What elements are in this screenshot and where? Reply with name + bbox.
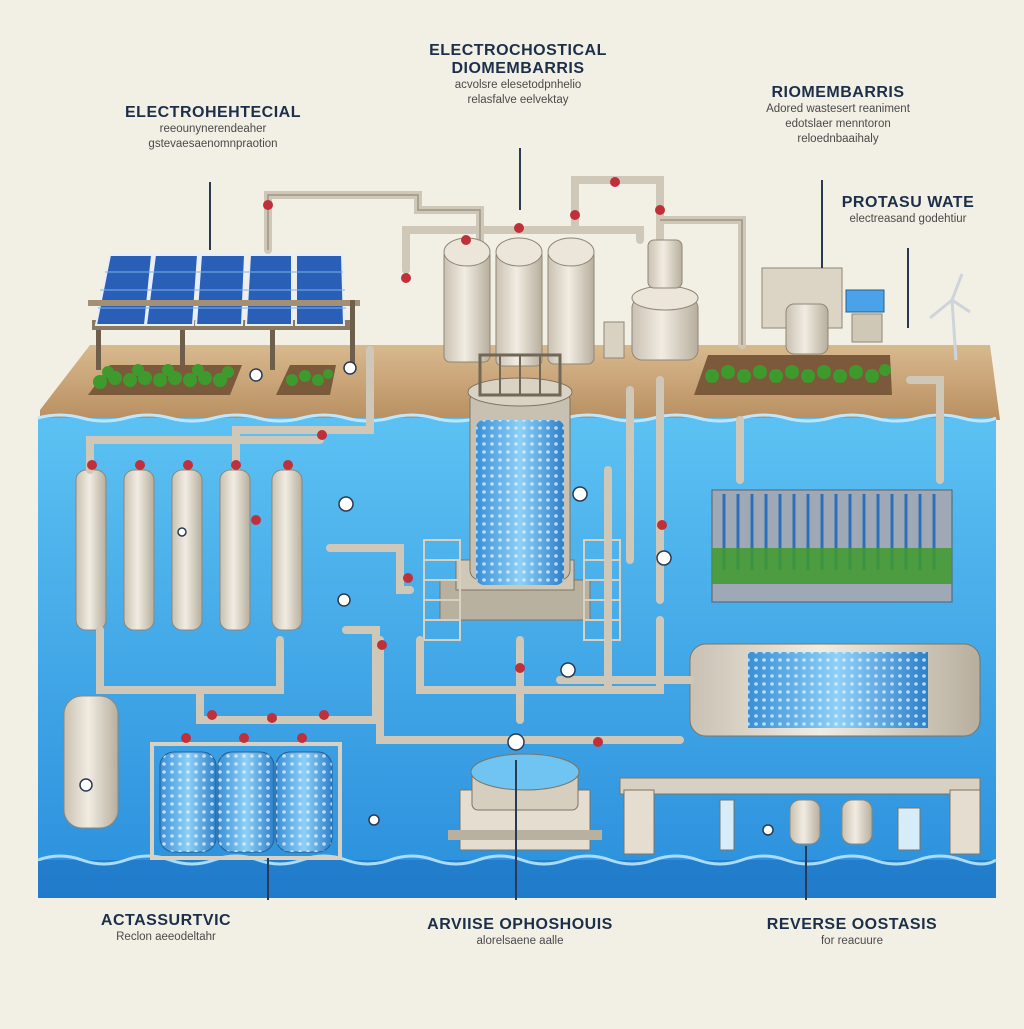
small-building-right [761,267,885,355]
label-top-right-sub2: edotslaer menntoron [785,118,891,130]
ion-exchange-vessels [150,742,342,860]
label-bottom-left-sub1: Reclon aeeodeltahr [116,931,216,943]
label-top-left-title: ELECTROHEHTECIAL [125,104,301,121]
label-bottom-center-sub1: alorelsaene aalle [476,935,564,947]
reactor-top-right [603,239,699,361]
reverse-osmosis-skid [619,777,981,855]
horizontal-membrane-tube [689,643,981,737]
label-top-right: RIOMEMBARRIS Adored wastesert reaniment … [718,84,958,147]
label-right-mid-title: PROTASU WATE [841,194,975,211]
plant-bed-right [694,355,892,395]
central-bioreactor-column [439,353,591,621]
label-bottom-center: ARVIISE OPHOSHOUIS alorelsaene aalle [400,916,640,949]
pressure-vessel-left [63,695,119,829]
label-right-mid-sub1: electreasand godehtiur [849,213,967,225]
label-top-right-sub3: reloednbaaihaly [797,133,879,145]
leader-lines [209,148,909,900]
label-top-center-sub2: relasfalve eelvektay [467,94,569,106]
label-bottom-center-title: ARVIISE OPHOSHOUIS [427,916,613,933]
label-bottom-right: REVERSE OOSTASIS for reacuure [742,916,962,949]
membrane-bioreactor-module [711,489,953,603]
plant-bed-small [276,365,336,395]
plant-bed-left [88,364,242,395]
label-top-center-title2: DIOMEMBARRIS [451,60,585,77]
label-top-right-sub1: Adored wastesert reaniment [766,103,910,115]
cartridge-filters-left [75,469,303,631]
label-top-center: ELECTROCHOSTICAL DIOMEMBARRIS acvolsre e… [398,42,638,108]
label-bottom-left-title: ACTASSURTVIC [100,912,232,929]
storage-tanks-top [443,237,595,367]
label-top-center-title1: ELECTROCHOSTICAL [429,42,607,59]
screen-grilles [423,539,621,641]
label-top-left: ELECTROHEHTECIAL reeounynerendeaher gste… [108,104,318,152]
label-bottom-left: ACTASSURTVIC Reclon aeeodeltahr [66,912,266,945]
label-top-right-title: RIOMEMBARRIS [771,84,905,101]
label-top-left-sub2: gstevaesaenomnpraotion [148,138,278,150]
label-bottom-right-sub1: for reacuure [820,935,883,947]
underwater-pipes [86,376,944,744]
solar-panel-array [88,254,360,370]
wind-turbine [929,273,971,361]
label-right-mid: PROTASU WATE electreasand godehtiur [818,194,998,227]
phosphorus-recovery-basin [448,753,602,851]
label-top-left-sub1: reeounynerendeaher [159,123,267,135]
label-top-center-sub1: acvolsre elesetodpnhelio [454,79,582,91]
pressure-gauges [79,361,774,836]
valves [87,177,667,747]
label-bottom-right-title: REVERSE OOSTASIS [766,916,938,933]
